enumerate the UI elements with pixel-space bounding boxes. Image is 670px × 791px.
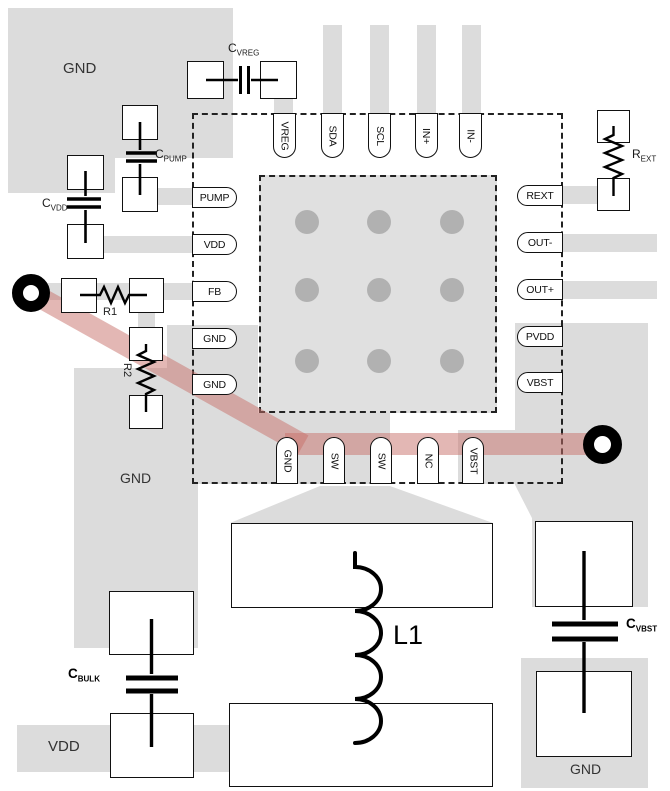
cvbst-pad-bottom	[536, 671, 632, 757]
pin-right-out-: OUT+	[517, 279, 563, 300]
r2-pad-top	[129, 327, 163, 361]
pin-label: OUT+	[526, 283, 554, 296]
thermal-via-dot	[295, 278, 319, 302]
pin-label: GND	[203, 332, 226, 345]
pin-label: PVDD	[525, 330, 555, 343]
label-vdd-bottom: VDD	[48, 738, 80, 755]
thermal-via-dot	[440, 349, 464, 373]
pin-label: GND	[203, 378, 226, 391]
pin-label: VREG	[278, 121, 291, 150]
pin-label: IN-	[464, 128, 477, 143]
cvdd-pad-top	[67, 155, 104, 190]
label-r1: R1	[103, 306, 118, 318]
cbulk-pad-bottom	[110, 713, 194, 778]
thermal-via-dot	[367, 210, 391, 234]
pin-label: SW	[327, 452, 340, 469]
highlight-trace-horizontal	[285, 433, 604, 455]
trace-r1-r2	[138, 313, 155, 328]
r1-pad-left	[61, 278, 97, 313]
pin-left-pump: PUMP	[192, 187, 237, 208]
pin-right-vbst: VBST	[517, 372, 563, 393]
pin-top-in-: IN-	[459, 113, 482, 158]
r1-pad-right	[129, 278, 164, 313]
cpump-pad-bottom	[122, 177, 158, 212]
pin-left-fb: FB	[192, 281, 237, 302]
thermal-via-dot	[295, 349, 319, 373]
label-cvreg: CVREG	[228, 41, 260, 58]
pin-top-sda: SDA	[321, 113, 344, 158]
cbulk-pad-top	[109, 591, 194, 655]
pin-label: REXT	[526, 189, 554, 202]
cvreg-pad-left	[187, 61, 224, 99]
r2-pad-bottom	[129, 395, 163, 429]
pin-bottom-vbst: VBST	[462, 437, 484, 484]
pin-top-scl: SCL	[368, 113, 391, 158]
cvbst-pad-top	[535, 521, 633, 607]
pin-top-in-: IN+	[415, 113, 438, 158]
trace-out-minus	[563, 234, 657, 252]
pin-label: FB	[207, 285, 222, 298]
thermal-via-dot	[295, 210, 319, 234]
label-cbulk: CBULK	[68, 666, 100, 684]
trace-scl	[370, 25, 389, 115]
trace-out-plus	[563, 281, 657, 299]
pin-label: GND	[281, 449, 294, 472]
pin-label: PUMP	[199, 191, 230, 204]
copper-funnel-sw-l1	[230, 486, 493, 523]
pin-top-vreg: VREG	[273, 113, 296, 158]
trace-in-plus	[417, 25, 436, 115]
pin-right-out-: OUT-	[517, 232, 563, 253]
thermal-via-dot	[367, 349, 391, 373]
trace-vdd-pin	[104, 236, 192, 253]
pin-label: SW	[374, 452, 387, 469]
via-right	[583, 425, 622, 464]
label-l1: L1	[393, 620, 424, 650]
pin-bottom-gnd: GND	[276, 437, 298, 484]
label-rext: REXT	[632, 147, 657, 164]
pin-bottom-sw: SW	[370, 437, 392, 484]
rext-pad-top	[597, 110, 630, 143]
label-cvdd: CVDD	[42, 196, 68, 213]
label-cpump: CPUMP	[155, 147, 187, 164]
l1-pad-top	[231, 523, 493, 608]
pin-label: IN+	[420, 127, 433, 144]
thermal-via-dot	[440, 278, 464, 302]
thermal-via-dot	[367, 278, 391, 302]
trace-in-minus	[462, 25, 481, 115]
cpump-pad-top	[122, 105, 158, 140]
pin-right-rext: REXT	[517, 185, 563, 206]
via-left	[12, 274, 50, 312]
pin-bottom-nc: NC	[417, 437, 439, 484]
label-r2: R2	[121, 363, 133, 378]
pin-label: VBST	[467, 447, 479, 474]
l1-pad-bottom	[229, 703, 493, 787]
pin-label: VBST	[526, 376, 554, 389]
pin-label: OUT-	[527, 236, 553, 249]
pin-left-gnd: GND	[192, 374, 237, 395]
trace-rext	[563, 186, 598, 204]
pin-label: NC	[421, 453, 434, 468]
cvreg-pad-right	[260, 61, 297, 99]
label-gnd-bottom-right: GND	[570, 761, 602, 777]
trace-pump	[158, 188, 192, 205]
pin-left-gnd: GND	[192, 328, 237, 349]
pin-right-pvdd: PVDD	[517, 326, 563, 347]
label-gnd-top-left: GND	[63, 60, 97, 77]
rext-pad-bottom	[597, 178, 630, 211]
pin-label: SCL	[373, 125, 386, 146]
label-gnd-left: GND	[120, 470, 152, 486]
pin-label: SDA	[326, 125, 339, 146]
trace-sda	[323, 25, 342, 115]
cvdd-pad-bottom	[67, 224, 104, 259]
label-cvbst: CVBST	[626, 616, 658, 634]
pin-bottom-sw: SW	[323, 437, 345, 484]
pin-left-vdd: VDD	[192, 234, 237, 255]
trace-vreg	[274, 98, 293, 115]
thermal-via-dot	[440, 210, 464, 234]
pin-label: VDD	[203, 238, 226, 251]
